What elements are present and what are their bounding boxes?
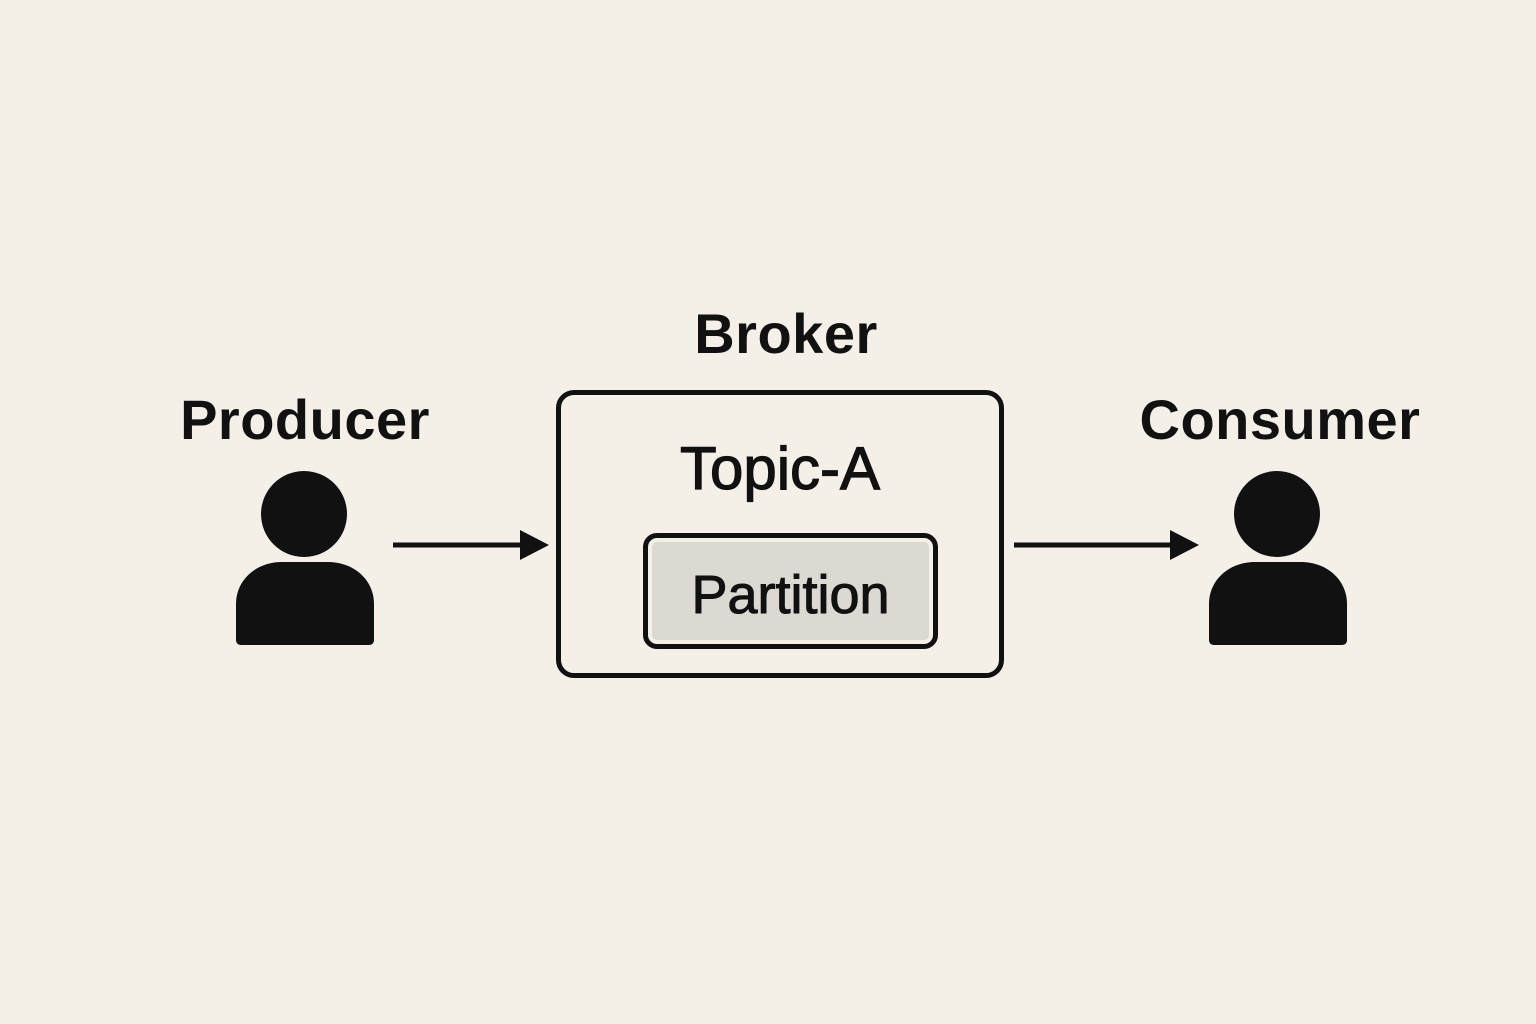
broker-label: Broker <box>694 302 878 365</box>
producer-label: Producer <box>180 388 430 451</box>
topic-label: Topic-A <box>679 435 881 502</box>
broker-box: Topic-A Partition <box>556 390 1004 678</box>
partition-label: Partition <box>691 565 890 625</box>
consumer-person-icon <box>1209 471 1347 645</box>
arrow-producer-to-broker <box>393 530 549 560</box>
arrow-broker-to-consumer <box>1014 530 1199 560</box>
partition-box: Partition <box>643 533 938 649</box>
producer-person-icon <box>236 471 374 645</box>
consumer-label: Consumer <box>1139 388 1421 451</box>
